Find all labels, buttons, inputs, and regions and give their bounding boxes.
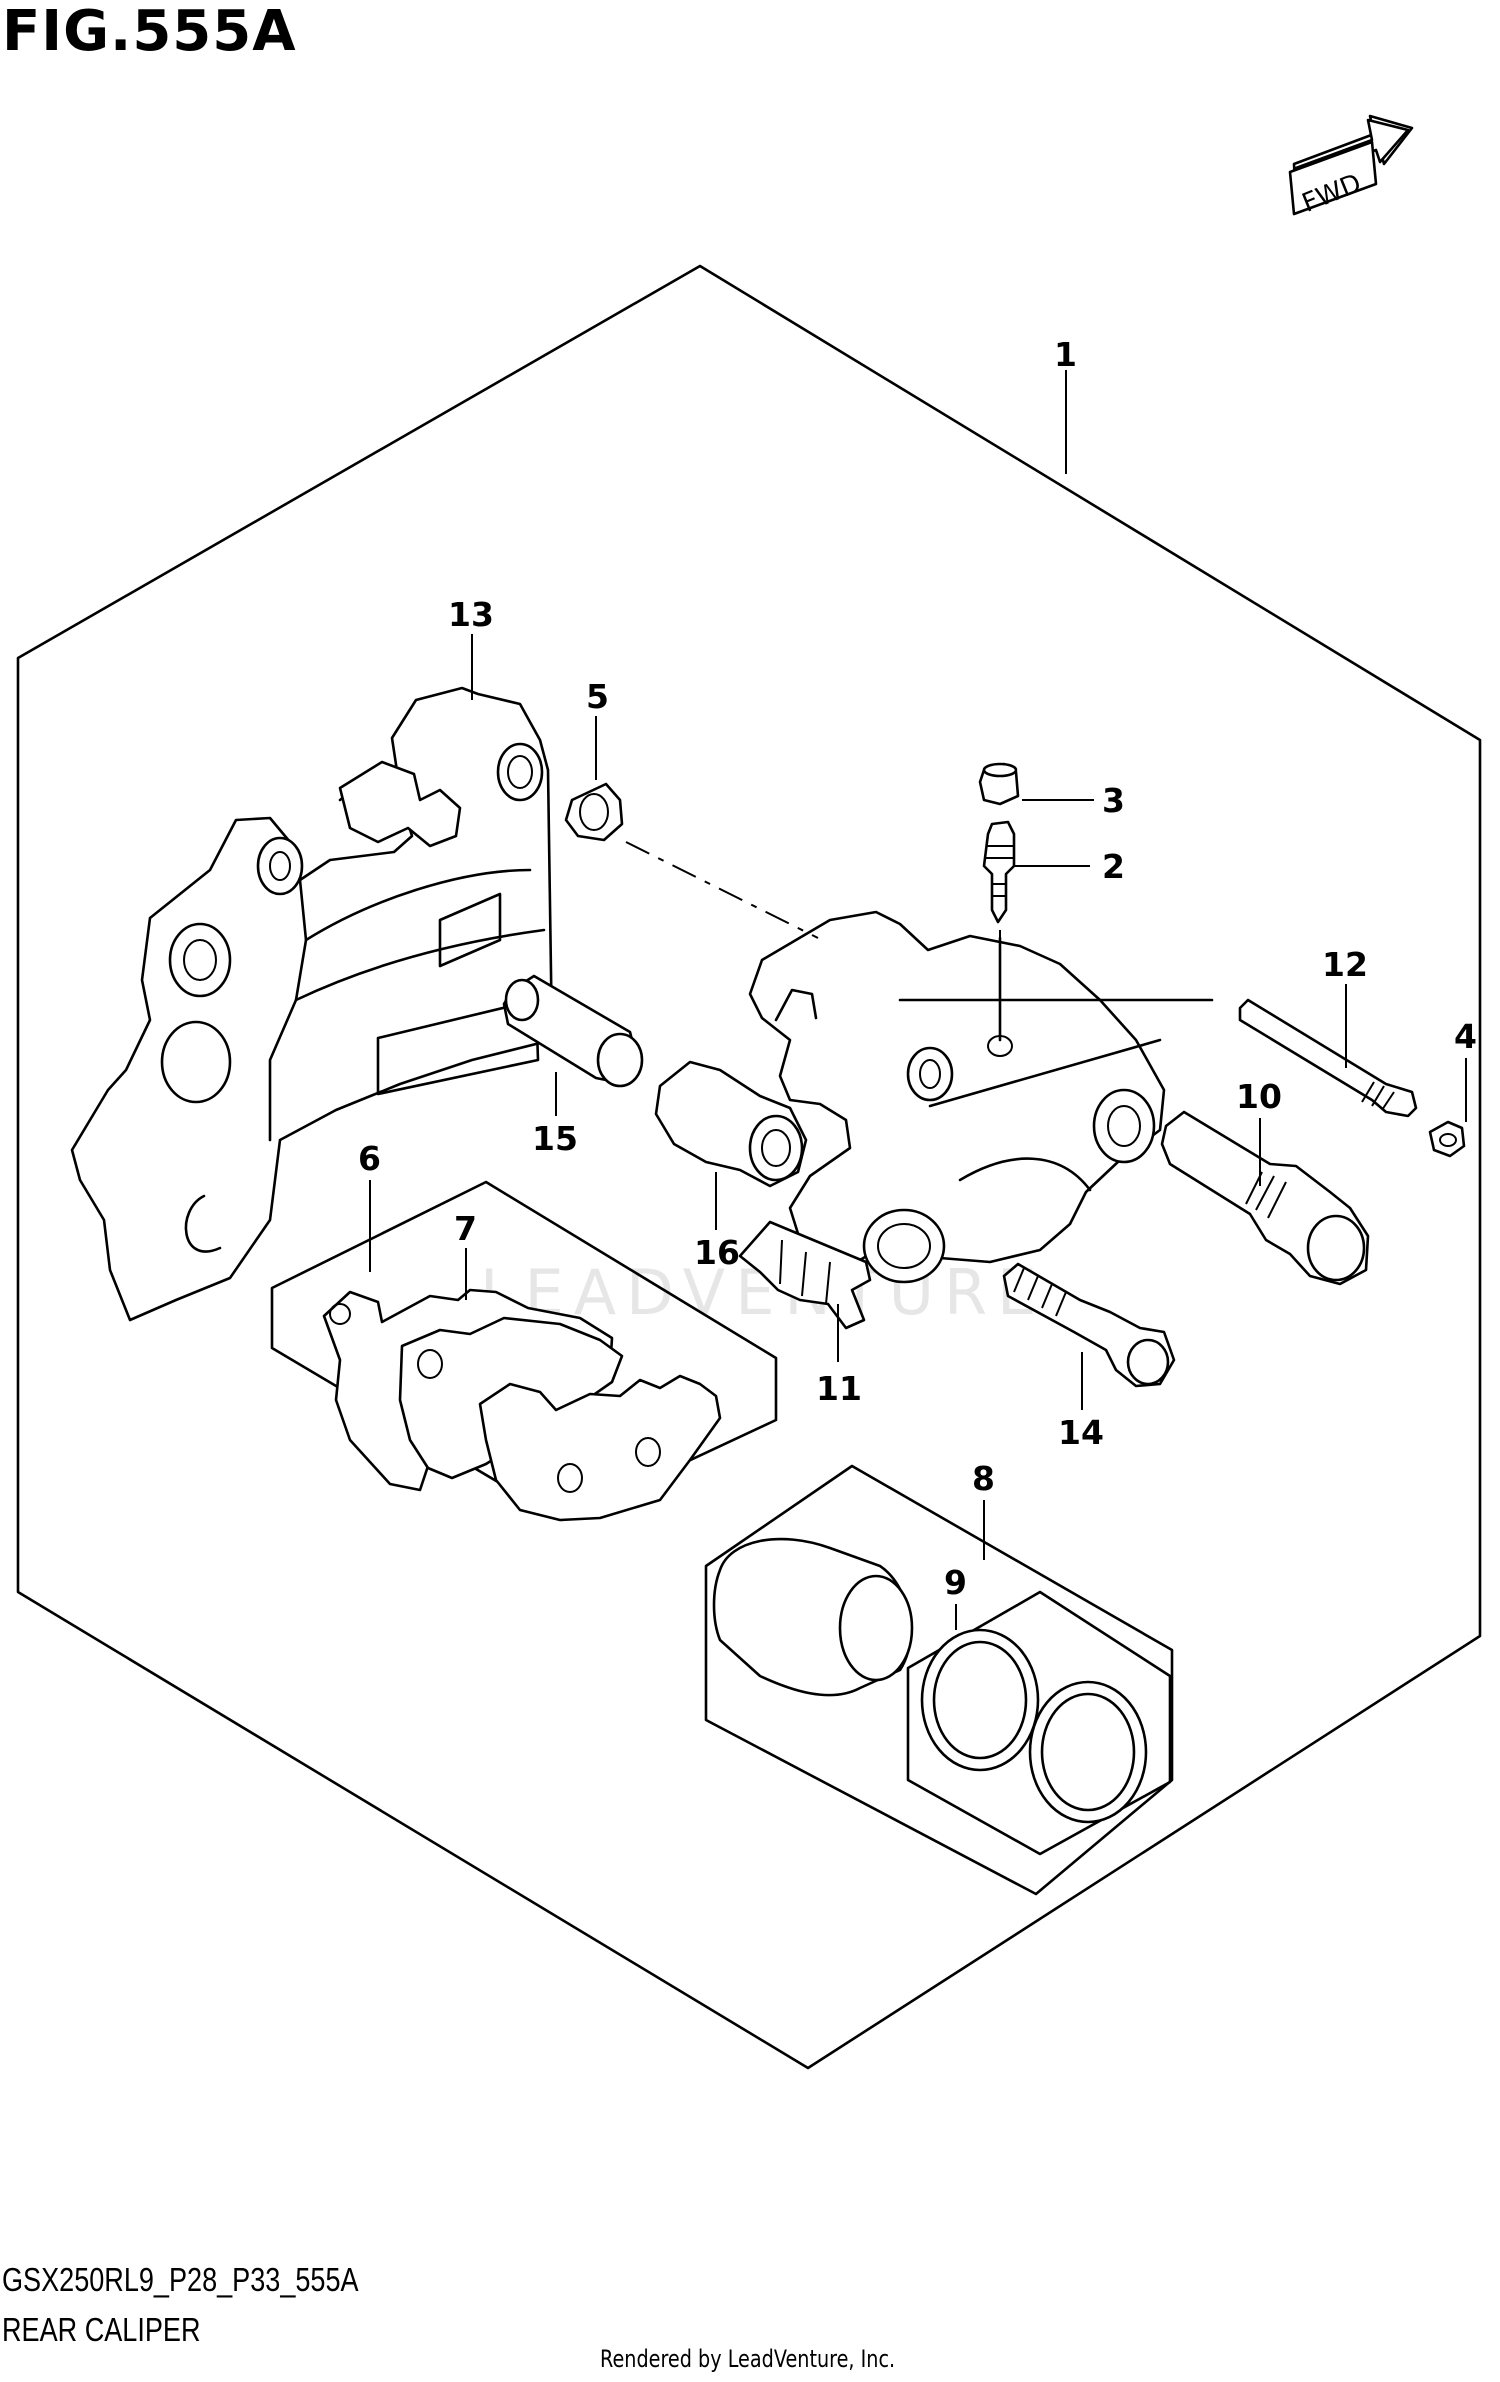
figure-code: GSX250RL9_P28_P33_555A xyxy=(2,2261,359,2298)
callout-8: 8 xyxy=(972,1459,995,1498)
bleeder-valve-2 xyxy=(982,820,1016,924)
boot-16 xyxy=(654,1060,808,1188)
render-credit: Rendered by LeadVenture, Inc. xyxy=(600,2345,896,2373)
figure-subtitle: REAR CALIPER xyxy=(2,2311,201,2348)
pad-set-outline xyxy=(270,1180,778,1522)
bolt-14 xyxy=(1002,1262,1176,1388)
pad-spring-11 xyxy=(738,1220,872,1330)
callout-12: 12 xyxy=(1322,945,1368,984)
callout-3: 3 xyxy=(1102,781,1125,820)
callout-9: 9 xyxy=(944,1563,967,1602)
callout-6: 6 xyxy=(358,1139,381,1178)
assembly-outline xyxy=(16,264,1482,2070)
callout-1: 1 xyxy=(1054,335,1077,374)
piston-kit-outline xyxy=(704,1464,1174,1896)
caliper-bracket xyxy=(70,686,554,1322)
callout-15: 15 xyxy=(532,1119,578,1158)
callout-16: 16 xyxy=(694,1233,740,1272)
seal-kit-outline xyxy=(906,1590,1172,1856)
fwd-arrow: FWD xyxy=(1288,114,1414,219)
callout-13: 13 xyxy=(448,595,494,634)
callout-11: 11 xyxy=(816,1369,862,1408)
callout-5: 5 xyxy=(586,677,609,716)
piston-seals-9 xyxy=(920,1628,1148,1824)
bleeder-cap-3 xyxy=(978,762,1020,806)
pin-12 xyxy=(1238,998,1418,1118)
caliper-body xyxy=(748,910,1214,1284)
callout-10: 10 xyxy=(1236,1077,1282,1116)
callout-14: 14 xyxy=(1058,1413,1104,1452)
piston-8 xyxy=(712,1537,914,1697)
callout-4: 4 xyxy=(1454,1017,1477,1056)
callout-labels: 1 2 3 4 5 6 7 8 9 10 11 12 13 14 15 16 xyxy=(358,335,1477,1602)
callout-7: 7 xyxy=(454,1209,477,1248)
boot-5 xyxy=(564,782,624,842)
bolt-10 xyxy=(1160,1110,1370,1286)
clip-4 xyxy=(1428,1120,1466,1158)
slide-pin-15 xyxy=(502,974,644,1088)
brake-pads-7 xyxy=(322,1288,722,1522)
figure-title: FIG.555A xyxy=(2,0,297,64)
callout-2: 2 xyxy=(1102,847,1125,886)
leader-lines xyxy=(369,370,1467,1630)
